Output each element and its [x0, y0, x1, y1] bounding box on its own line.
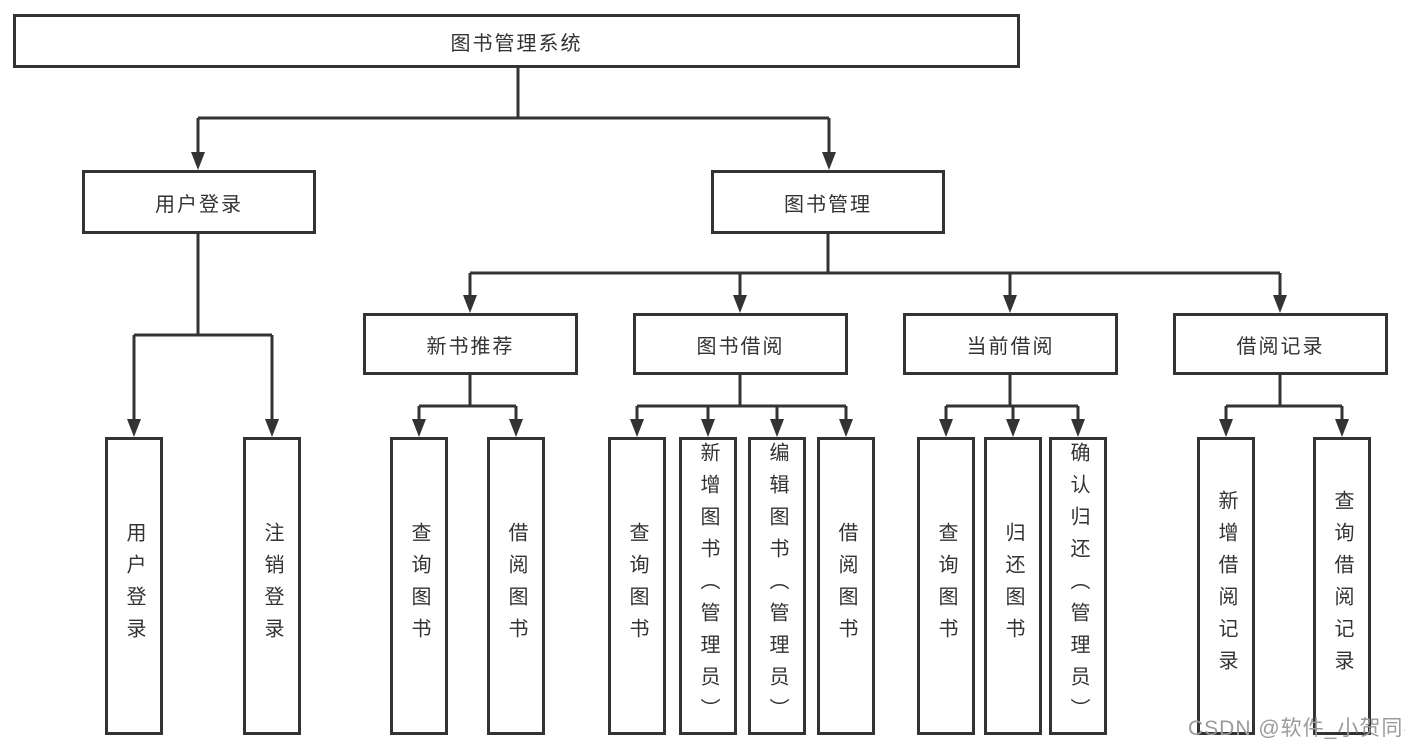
- leaf-query-borrow-record-label: 查询借阅记录: [1331, 490, 1353, 682]
- leaf-logout-label: 注销登录: [261, 522, 283, 650]
- leaf-newbook-borrow-label: 借阅图书: [505, 522, 527, 650]
- leaf-user-login: 用户登录: [105, 437, 163, 735]
- leaf-newbook-query-label: 查询图书: [408, 522, 430, 650]
- node-book-borrow: 图书借阅: [633, 313, 848, 375]
- leaf-borrow-edit-admin: 编辑图书（管理员）: [748, 437, 806, 735]
- node-user-login-label: 用户登录: [155, 193, 243, 216]
- node-borrow-record-label: 借阅记录: [1236, 335, 1325, 358]
- leaf-user-login-label: 用户登录: [123, 522, 145, 650]
- leaf-current-query-label: 查询图书: [935, 522, 957, 650]
- node-new-book-recommend: 新书推荐: [363, 313, 578, 375]
- leaf-confirm-return-admin-label: 确认归还（管理员）: [1067, 442, 1089, 730]
- leaf-add-borrow-record: 新增借阅记录: [1197, 437, 1255, 735]
- leaf-newbook-query: 查询图书: [390, 437, 448, 735]
- node-current-borrow: 当前借阅: [903, 313, 1118, 375]
- leaf-newbook-borrow: 借阅图书: [487, 437, 545, 735]
- leaf-current-query: 查询图书: [917, 437, 975, 735]
- leaf-logout: 注销登录: [243, 437, 301, 735]
- leaf-borrow-add-admin-label: 新增图书（管理员）: [697, 442, 719, 730]
- node-new-book-recommend-label: 新书推荐: [426, 335, 515, 358]
- node-book-borrow-label: 图书借阅: [696, 335, 785, 358]
- leaf-confirm-return-admin: 确认归还（管理员）: [1049, 437, 1107, 735]
- node-user-login: 用户登录: [82, 170, 316, 234]
- node-current-borrow-label: 当前借阅: [966, 335, 1055, 358]
- leaf-borrow-book: 借阅图书: [817, 437, 875, 735]
- leaf-return-book-label: 归还图书: [1002, 522, 1024, 650]
- leaf-borrow-query: 查询图书: [608, 437, 666, 735]
- leaf-borrow-edit-admin-label: 编辑图书（管理员）: [766, 442, 788, 730]
- leaf-return-book: 归还图书: [984, 437, 1042, 735]
- leaf-borrow-book-label: 借阅图书: [835, 522, 857, 650]
- leaf-borrow-query-label: 查询图书: [626, 522, 648, 650]
- node-root-label: 图书管理系统: [450, 32, 583, 55]
- leaf-borrow-add-admin: 新增图书（管理员）: [679, 437, 737, 735]
- node-root-system: 图书管理系统: [13, 14, 1020, 68]
- leaf-add-borrow-record-label: 新增借阅记录: [1215, 490, 1237, 682]
- node-book-management: 图书管理: [711, 170, 945, 234]
- leaf-query-borrow-record: 查询借阅记录: [1313, 437, 1371, 735]
- watermark: CSDN @软件_小贺同学: [1188, 717, 1405, 740]
- node-borrow-record: 借阅记录: [1173, 313, 1388, 375]
- node-book-management-label: 图书管理: [784, 193, 872, 216]
